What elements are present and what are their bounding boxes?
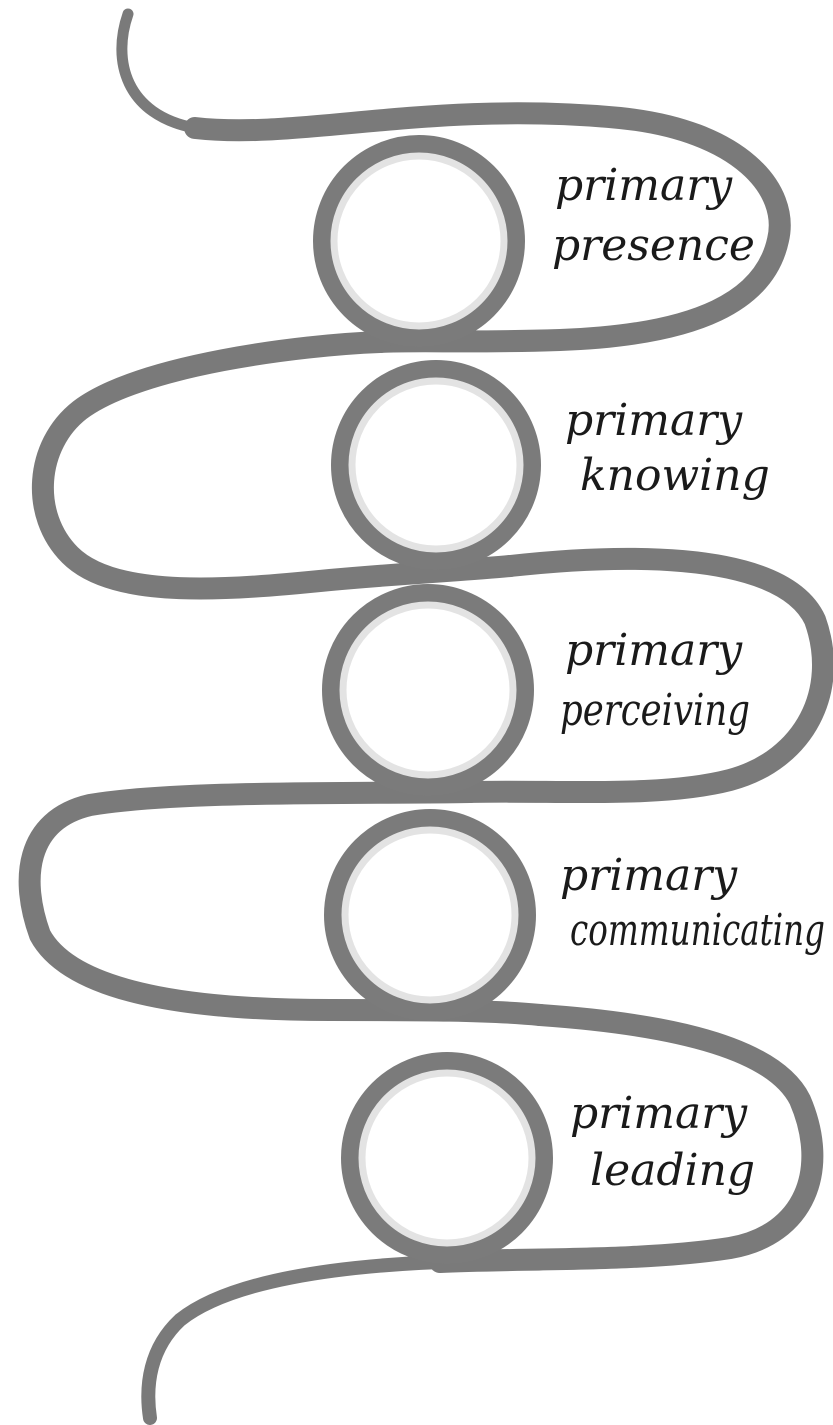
circle-4 — [333, 818, 527, 1012]
stage-3-line2: perceiving — [560, 685, 750, 736]
stage-5-line1: primary — [570, 1088, 748, 1139]
ribbon-bottom-tail — [148, 1262, 440, 1418]
stage-label-4: primary communicating — [560, 850, 825, 956]
circle-1 — [322, 144, 516, 338]
stage-2-line2: knowing — [580, 450, 770, 501]
stage-label-1: primary presence — [552, 160, 755, 271]
stage-label-2: primary knowing — [565, 395, 770, 501]
stage-4-line2: communicating — [570, 905, 825, 956]
stage-1-line1: primary — [555, 160, 733, 211]
stage-1-line2: presence — [552, 220, 755, 271]
circle-stack — [322, 144, 544, 1255]
stage-2-line1: primary — [565, 395, 743, 446]
stage-4-line1: primary — [560, 850, 738, 901]
stage-3-line1: primary — [565, 625, 743, 676]
circle-2 — [340, 369, 532, 561]
ribbon-top-tail — [122, 14, 195, 128]
circle-3 — [331, 593, 525, 787]
stage-5-line2: leading — [590, 1145, 755, 1196]
stage-label-5: primary leading — [570, 1088, 755, 1196]
circle-5 — [350, 1061, 544, 1255]
stage-label-3: primary perceiving — [560, 625, 750, 736]
